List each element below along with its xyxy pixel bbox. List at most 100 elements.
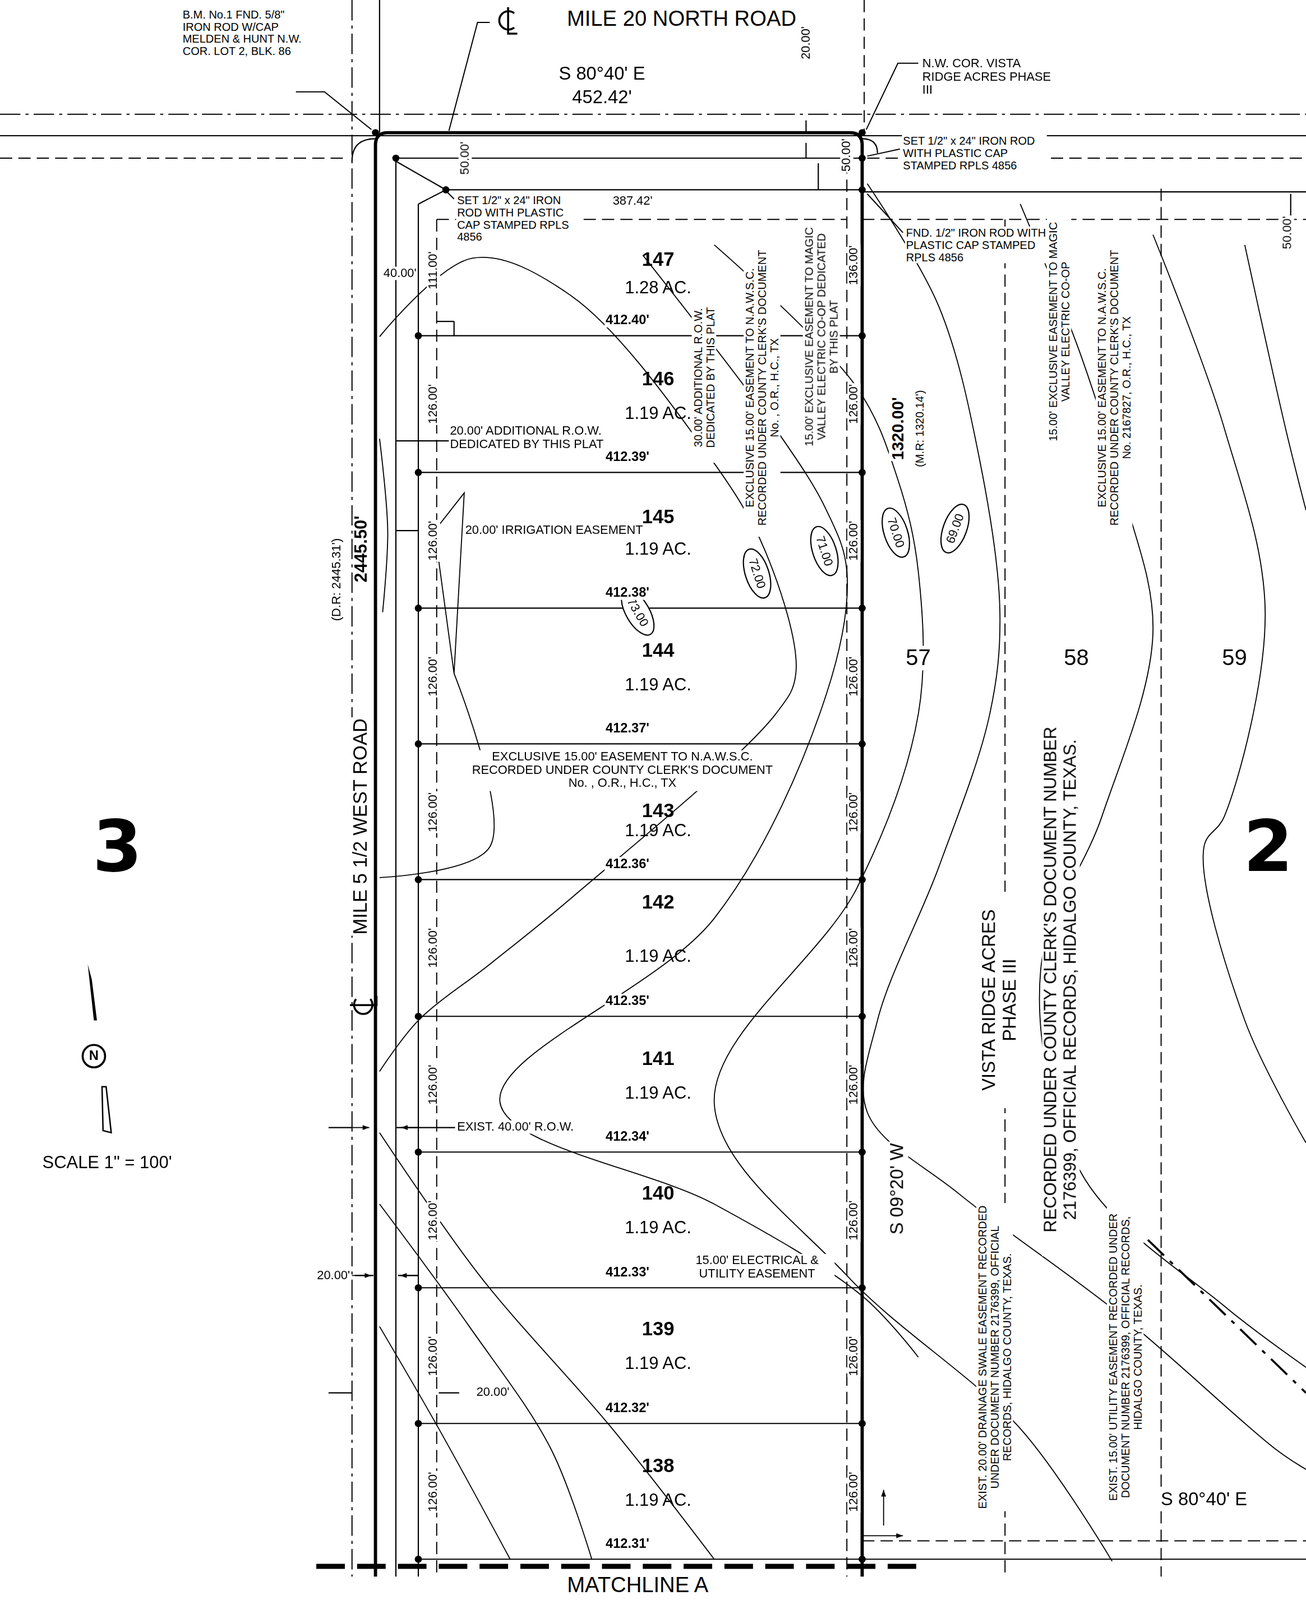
survey-line	[445, 188, 862, 191]
road-curve	[862, 138, 878, 153]
survey-line	[417, 204, 419, 1577]
lot-acreage: 1.19 AC.	[624, 1219, 692, 1239]
survey-line	[418, 189, 446, 204]
survey-line	[418, 1286, 862, 1289]
leader-line	[867, 194, 904, 233]
lot-acreage: 1.19 AC.	[624, 947, 692, 967]
dimension-arrows	[352, 1124, 904, 1539]
plat-label: 15.00' ELECTRICAL & UTILITY EASEMENT	[679, 1253, 835, 1281]
contour-line	[1152, 234, 1306, 1143]
contour-elevation: 72.00	[736, 544, 778, 603]
plat-label: SET 1/2" x 24" IRON ROD WITH PLASTIC CAP…	[455, 194, 581, 244]
vertical-note: 126.00'	[847, 1470, 861, 1513]
lot-acreage: 1.19 AC.	[624, 540, 692, 560]
contour-line	[1244, 245, 1306, 511]
lot-number: 145	[642, 506, 675, 528]
survey-line	[418, 1558, 862, 1560]
vertical-note: 1320.00'	[888, 395, 907, 461]
vertical-note: 50.00'	[840, 137, 854, 173]
vertical-note: 126.00'	[847, 1198, 861, 1241]
plat-label: 412.36'	[604, 856, 651, 872]
iron-rod	[858, 468, 866, 477]
plat-label: MILE 20 NORTH ROAD	[565, 6, 798, 31]
iron-rod	[858, 1555, 866, 1563]
plat-label: MATCHLINE A	[565, 1572, 710, 1597]
contour-line	[379, 1203, 592, 1559]
survey-line	[438, 1392, 459, 1394]
plat-label: 58	[1063, 645, 1091, 671]
plat-label: 452.42'	[570, 88, 633, 109]
iron-rod	[414, 1012, 423, 1021]
lot-number: 139	[642, 1318, 675, 1341]
survey-line	[805, 120, 807, 133]
plat-label: SET 1/2" x 24" IRON ROD WITH PLASTIC CAP…	[901, 134, 1047, 172]
block-number: 3	[91, 807, 143, 886]
iron-rod	[858, 604, 866, 612]
plat-label: 412.39'	[604, 449, 651, 465]
contour-line	[379, 438, 389, 612]
plat-label: S 80°40' E	[557, 64, 647, 85]
plat-label: 412.35'	[604, 993, 651, 1009]
survey-line	[805, 142, 807, 159]
contour-line	[499, 255, 918, 1358]
vertical-note: EXIST. 20.00' DRAINAGE SWALE EASEMENT RE…	[976, 1202, 1014, 1511]
survey-line	[328, 1126, 353, 1128]
contour-line	[863, 183, 1306, 1470]
survey-line	[1160, 188, 1162, 1577]
plat-label: EXCLUSIVE 15.00' EASEMENT TO N.A.W.S.C. …	[468, 750, 777, 791]
iron-rod	[858, 740, 866, 748]
survey-line	[395, 529, 419, 532]
plat-label: 20.00' ADDITIONAL R.O.W. DEDICATED BY TH…	[449, 424, 638, 452]
lot-number: 140	[642, 1183, 675, 1205]
block-number: 2	[1242, 807, 1295, 886]
survey-line	[0, 113, 1306, 115]
vertical-note: 126.00'	[426, 654, 441, 698]
lot-number: 143	[642, 800, 675, 823]
survey-line	[862, 1539, 1306, 1541]
contours	[379, 183, 1306, 1562]
iron-rod	[858, 154, 866, 163]
survey-line	[418, 878, 862, 880]
vertical-note: 15.00' EXCLUSIVE EASEMENT TO MAGIC VALLE…	[1046, 218, 1072, 445]
plat-label: S 80°40' E	[1159, 1489, 1249, 1511]
survey-line	[453, 321, 455, 336]
lot-number: 142	[642, 892, 675, 914]
survey-line	[862, 1558, 1306, 1560]
plat-label: 412.33'	[604, 1265, 651, 1280]
lot-acreage: 1.28 AC.	[624, 279, 692, 299]
vertical-note: (M.R: 1320.14')	[912, 389, 926, 469]
lot-number: 146	[642, 368, 675, 391]
contour-elevation: 69.00	[934, 499, 977, 558]
contour-elevation: 70.00	[875, 503, 916, 562]
leader-line	[296, 91, 372, 130]
iron-rod	[858, 1284, 866, 1292]
vertical-note: 126.00'	[847, 654, 861, 698]
plat-label: 59	[1221, 645, 1249, 671]
iron-rod	[414, 468, 423, 477]
vertical-note: 136.00'	[847, 244, 861, 287]
survey-line	[863, 0, 865, 131]
plat-label: 412.38'	[604, 585, 651, 601]
survey-line	[862, 191, 1306, 193]
survey-line	[436, 320, 455, 322]
survey-line	[418, 743, 862, 745]
plat-label: 20.00'	[475, 1385, 511, 1400]
iron-rod	[414, 1148, 423, 1156]
centerline	[1147, 1239, 1306, 1393]
survey-line	[395, 158, 397, 1577]
vertical-note: RECORDED UNDER COUNTY CLERK'S DOCUMENT N…	[1041, 703, 1081, 1257]
iron-rod	[414, 875, 423, 884]
north-arrow	[82, 963, 112, 1133]
vertical-note: EXIST. 15.00' UTILITY EASEMENT RECORDED …	[1106, 1202, 1144, 1511]
plat-label: FND. 1/2" IRON ROD WITH PLASTIC CAP STAM…	[905, 226, 1050, 264]
lot-acreage: 1.19 AC.	[624, 404, 692, 424]
plat-label: 40.00'	[382, 266, 418, 281]
vertical-note: EXCLUSIVE 15.00' EASEMENT TO N.A.W.S.C. …	[1095, 238, 1133, 537]
vertical-note: 30.00' ADDITIONAL R.O.W. DEDICATED BY TH…	[691, 292, 717, 463]
road-curve	[352, 138, 376, 161]
leader-line	[446, 191, 455, 200]
vertical-note: 111.00'	[426, 250, 441, 290]
lot-number: 141	[642, 1048, 675, 1070]
